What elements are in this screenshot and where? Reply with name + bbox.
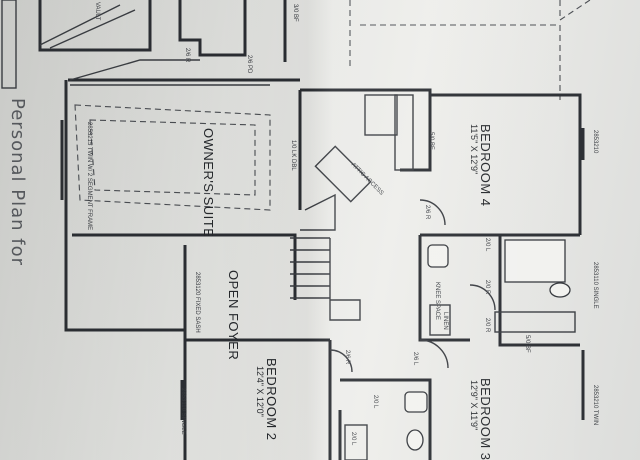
shelving: [364, 94, 398, 136]
bedroom3-size: 12'9" X 11'9": [469, 380, 479, 431]
owners-suite-inner-wall: [72, 233, 297, 300]
door-tag: 2/0 L: [350, 432, 356, 446]
bedroom4-closet: [394, 94, 414, 171]
hall-closet: [344, 424, 368, 460]
foyer-wall: [183, 245, 330, 342]
owners-suite-label: OWNER'S SUITE: [201, 128, 216, 238]
bathtub: [504, 239, 566, 283]
personal-plan-note: Personal Plan for: [7, 98, 28, 267]
door-tag: 2/6 R: [344, 350, 350, 365]
door-tag: 2/0 R: [484, 280, 490, 295]
bedroom2-walls: [183, 340, 332, 460]
upper-left-wall: [38, 0, 152, 52]
bedroom4-name: BEDROOM 4: [478, 124, 493, 207]
door-swing-3: [329, 349, 353, 373]
door-tag: 2/0 L: [484, 238, 490, 252]
bedroom4-window-note: 2853210: [592, 130, 598, 154]
bath-toilet: [549, 282, 571, 298]
knee-space-note: KNEE SPACE: [434, 282, 440, 320]
bedroom3-window-note: 2853210 TWIN: [592, 385, 598, 426]
vault-hatching: [39, 4, 136, 49]
door-swing-4: [469, 284, 496, 311]
door-tag: 2/6 L: [412, 352, 418, 366]
door-tag: 3/0 BF: [292, 4, 298, 22]
bedroom2-size: 12'4" X 12'0": [255, 366, 265, 417]
bedroom3-closet: [494, 311, 576, 333]
attic-access-box: [314, 145, 372, 203]
vault-note: VAULT: [94, 2, 100, 21]
upper-dashed-outline: [349, 0, 591, 100]
hall-bath-sink: [404, 391, 428, 413]
owners-suite-outer-wall: [64, 78, 300, 332]
bedroom4-size: 11'5" X 12'9": [469, 124, 479, 175]
segment-frame-note: 2853215 TWIN W/ 2 SEGMENT FRAME: [86, 122, 92, 231]
bath-sink: [427, 244, 449, 268]
stair-landing: [300, 193, 336, 231]
bedroom4-walls: [420, 93, 582, 237]
door-swing-2: [419, 339, 449, 369]
upper-closet-wall: [178, 0, 247, 57]
door-tag: 2/0 R: [484, 318, 490, 333]
title-block-note: [1, 0, 17, 89]
door-tag: 2/6 R: [424, 205, 430, 220]
bedroom3-name: BEDROOM 3: [478, 378, 493, 460]
linen-note: LINEN: [442, 312, 448, 330]
bedroom2-window-note: 2853110 SINGLE: [180, 388, 186, 435]
bath-window-note: 2853110 SINGLE: [592, 262, 598, 309]
bedroom2-name: BEDROOM 2: [264, 358, 279, 441]
hall-wall: [298, 88, 432, 210]
door-tag: 2/6 R: [184, 48, 190, 63]
lk-dbl-note: 1/0 LK DBL: [290, 140, 296, 171]
door-tag: 2/6 PD: [246, 55, 252, 74]
door-tag: 5/0 BF: [524, 335, 530, 353]
hall-bath-walls: [338, 378, 432, 460]
fixed-sash-note: 2853120 FIXED SASH: [194, 272, 200, 333]
hall-bath-toilet: [406, 429, 424, 451]
door-tag: 2/0 L: [372, 395, 378, 409]
tray-ceiling-outline: [74, 104, 271, 211]
door-swing-1: [419, 199, 446, 226]
linen-closet: [429, 304, 451, 336]
open-foyer-label: OPEN FOYER: [226, 270, 241, 361]
roof-line: [69, 59, 270, 86]
door-tag: 5/0 BF: [428, 132, 434, 150]
stairs: [290, 237, 361, 321]
